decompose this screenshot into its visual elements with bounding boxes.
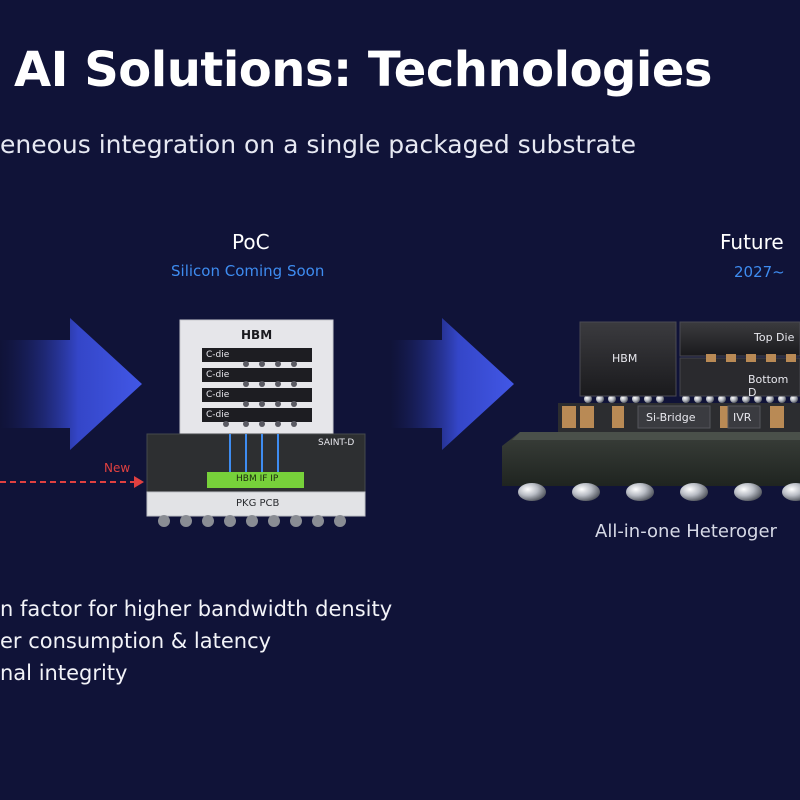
poc-hbm-label: HBM [241, 328, 273, 342]
poc-cdie-stack [202, 348, 312, 427]
future-year: 2027~ [734, 263, 785, 281]
bullet-item-2: er consumption & latency [0, 629, 272, 653]
poc-tsv-lines [229, 434, 279, 472]
new-arrow-head [134, 476, 144, 488]
poc-heading: PoC [232, 230, 270, 254]
future-si-bridge-label: Si-Bridge [646, 411, 696, 424]
poc-cdie-label-4: C-die [206, 410, 230, 420]
bullet-item-3: nal integrity [0, 661, 128, 685]
future-copper-pillars [562, 406, 784, 428]
future-hbm-block [579, 321, 677, 397]
progress-arrow-left [0, 318, 142, 450]
bullet-item-1: n factor for higher bandwidth density [0, 597, 393, 621]
future-ivr-label: IVR [733, 411, 752, 424]
future-caption: All-in-one Heteroger [595, 521, 777, 542]
poc-cdie-label-2: C-die [206, 370, 230, 380]
future-solder-balls [518, 483, 800, 501]
future-ivr [727, 405, 761, 429]
poc-status: Silicon Coming Soon [171, 262, 325, 280]
slide-title: AI Solutions: Technologies [14, 42, 712, 98]
poc-cdie-label-3: C-die [206, 390, 230, 400]
future-heading: Future [720, 230, 784, 254]
poc-cdie-label-1: C-die [206, 350, 230, 360]
new-label: New [104, 461, 131, 475]
poc-pcb-bumps [158, 515, 346, 527]
future-bottom-die [679, 357, 800, 397]
poc-hbm-if-ip [207, 472, 304, 488]
progress-arrow-middle [390, 318, 514, 450]
future-bottom-die-label: Bottom D [748, 373, 789, 399]
slide-subtitle: eneous integration on a single packaged … [0, 130, 637, 159]
future-top-die-label: Top Die [754, 331, 795, 344]
future-hbm-label: HBM [612, 352, 638, 365]
future-substrate [502, 432, 800, 486]
poc-pkg-pcb [146, 491, 366, 517]
future-die-bonds [706, 354, 796, 362]
poc-hbm-if-ip-label: HBM IF IP [236, 474, 279, 484]
future-top-die [679, 321, 800, 357]
future-si-bridge [637, 405, 711, 429]
future-microbumps [584, 395, 798, 403]
poc-saint-d-label: SAINT-D [318, 438, 355, 448]
poc-pkg-pcb-label: PKG PCB [236, 498, 280, 509]
